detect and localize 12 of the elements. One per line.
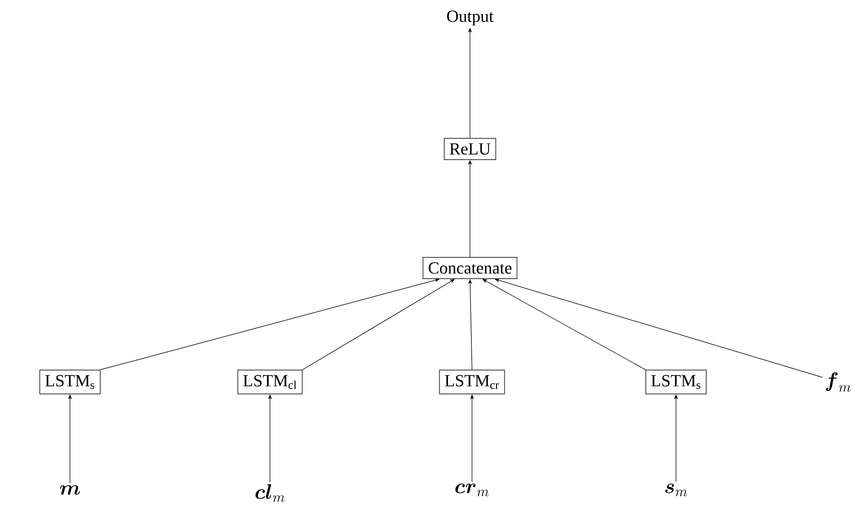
input-symbol: $\boldsymbol{f}_m$ <box>826 372 851 392</box>
layer-box: ReLU <box>444 138 496 160</box>
layer-box: LSTM$_{s}$ <box>39 370 101 394</box>
input-symbol: $\boldsymbol{m}$ <box>60 485 80 495</box>
input-symbol: $\boldsymbol{s}_m$ <box>665 484 687 496</box>
layer-box: LSTM$_{s}$ <box>645 370 707 394</box>
input-symbol: $\boldsymbol{cr}_m$ <box>455 484 489 496</box>
output-label: Output <box>447 10 494 26</box>
layer-box: LSTM$_{cl}$ <box>238 370 303 394</box>
input-symbol: $\boldsymbol{cl}_m$ <box>256 484 285 502</box>
layer-box: Concatenate <box>422 256 518 279</box>
layer-box: LSTM$_{cr}$ <box>439 370 505 394</box>
